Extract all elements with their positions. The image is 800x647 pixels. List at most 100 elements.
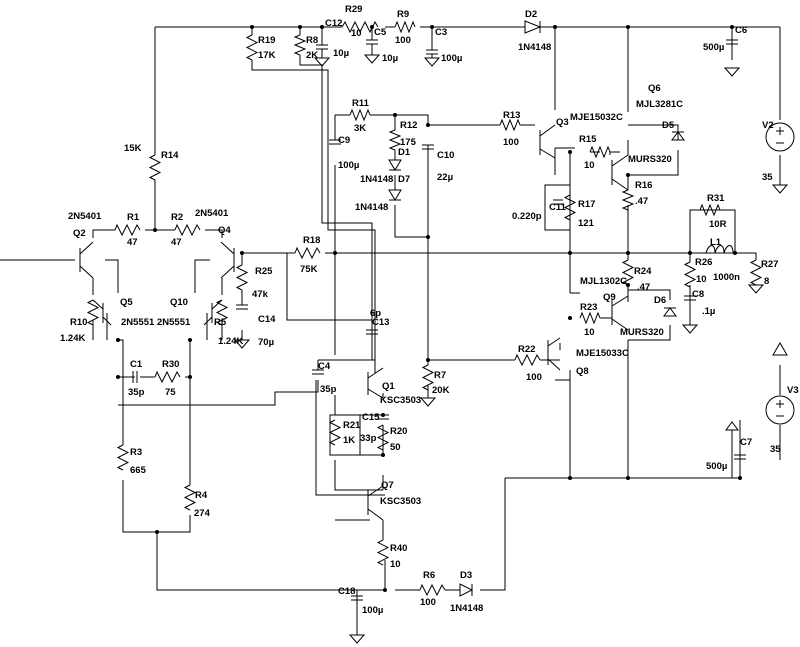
label-r4-val: 274: [194, 508, 211, 519]
label-v3-val: 35: [770, 444, 781, 455]
label-q8-val: MJE15033C: [576, 348, 629, 359]
label-r10-ref: R10: [70, 317, 87, 328]
label-q9-val: MJL1302C: [580, 276, 627, 287]
label-c1-ref: C1: [130, 359, 143, 370]
label-r23-ref: R23: [580, 302, 597, 313]
label-q6-val: MJL3281C: [636, 99, 683, 110]
label-c3-val: 100µ: [441, 53, 462, 64]
label-r3-val: 665: [130, 465, 147, 476]
label-c9-val: 100µ: [338, 160, 359, 171]
label-r25-val: 47k: [252, 289, 269, 300]
label-r23-val: 10: [584, 327, 595, 338]
label-r14-val: 15K: [124, 143, 142, 154]
label-r17-ref: R17: [578, 199, 595, 210]
label-v2-ref: V2: [762, 120, 774, 131]
label-q3-val: MJE15032C: [570, 112, 623, 123]
label-r7-ref: R7: [434, 370, 446, 381]
label-c12-val: 10µ: [333, 48, 349, 59]
label-r26-val: 10: [696, 274, 707, 285]
label-l1-ref: L1: [710, 237, 722, 248]
label-c5-val: 10µ: [382, 53, 398, 64]
label-r30-ref: R30: [162, 359, 179, 370]
capacitors: [132, 39, 746, 601]
label-r12-ref: R12: [400, 120, 417, 131]
label-r24-ref: R24: [634, 266, 652, 277]
resistors: [86, 20, 763, 597]
label-d5-ref: D5: [662, 120, 675, 131]
label-c18-ref: C18: [338, 586, 355, 597]
label-r13-val: 100: [503, 137, 519, 148]
label-r1-val: 47: [127, 237, 138, 248]
label-c9-ref: C9: [338, 135, 350, 146]
label-c15-val: 33p: [360, 433, 377, 444]
label-r2-ref: R2: [171, 212, 183, 223]
label-q6-ref: Q6: [648, 83, 661, 94]
label-r10-val: 1.24K: [60, 333, 85, 344]
label-r3-ref: R3: [130, 447, 142, 458]
label-r2-val: 47: [171, 237, 182, 248]
label-r40-ref: R40: [390, 543, 407, 554]
label-q2-ref: Q2: [73, 228, 86, 239]
label-r15-val: 10: [584, 160, 595, 171]
label-r4-ref: R4: [195, 490, 208, 501]
transistors: [79, 124, 629, 521]
label-r14-ref: R14: [161, 150, 179, 161]
label-c6-ref: C6: [735, 25, 747, 36]
label-r5-val: 1.24K: [218, 336, 243, 347]
label-r16-ref: R16: [635, 180, 652, 191]
label-q1-val: KSC3503: [380, 395, 421, 406]
label-r7-val: 20K: [432, 385, 450, 396]
label-v3-ref: V3: [787, 385, 799, 396]
label-d3-val: 1N4148: [450, 603, 483, 614]
label-r8-val: 2K: [306, 50, 318, 61]
label-r26-ref: R26: [695, 257, 712, 268]
label-r13-ref: R13: [503, 110, 520, 121]
label-c11-val: 0.220p: [512, 211, 542, 222]
label-d7-ref: D7: [398, 174, 410, 185]
label-c1-val: 35p: [128, 387, 145, 398]
label-c12-ref: C12: [325, 18, 342, 29]
label-r20-ref: R20: [390, 426, 407, 437]
label-r27-ref: R27: [761, 259, 778, 270]
label-r17-val: 121: [578, 218, 595, 229]
label-c11-ref: C11: [549, 202, 567, 213]
label-q9-ref: Q9: [603, 292, 616, 303]
label-d1-ref: D1: [398, 147, 411, 158]
label-d6-val: MURS320: [620, 327, 664, 338]
label-c5-ref: C5: [374, 27, 387, 38]
label-c8-ref: C8: [692, 289, 704, 300]
label-c8-val: .1µ: [702, 306, 715, 317]
label-r22-ref: R22: [518, 344, 535, 355]
label-c4-ref: C4: [318, 361, 331, 372]
label-r27-val: 8: [764, 276, 769, 287]
label-q7-ref: Q7: [381, 480, 394, 491]
label-q4-val: 2N5401: [195, 208, 229, 219]
label-r5-ref: R5: [214, 317, 227, 328]
label-r16-val: .47: [635, 196, 648, 207]
label-d5-val: MURS320: [628, 154, 672, 165]
label-c4-val: 35p: [320, 384, 337, 395]
label-c6-val: 500µ: [703, 42, 724, 53]
junction-dots: [116, 25, 742, 592]
label-c10-val: 22µ: [437, 172, 453, 183]
label-c13-val: 6p: [370, 308, 381, 319]
label-c7-ref: C7: [740, 437, 752, 448]
label-r18-val: 75K: [300, 264, 318, 275]
label-r6-ref: R6: [423, 570, 435, 581]
label-c3-ref: C3: [435, 27, 447, 38]
label-c13-ref: C13: [372, 317, 389, 328]
label-q3-ref: Q3: [556, 117, 569, 128]
label-r9-ref: R9: [397, 9, 409, 20]
labels: R29 10 R9 100 C12 10µ C5 10µ C3 100µ D2 …: [60, 4, 799, 616]
label-r19-ref: R19: [258, 35, 275, 46]
label-c15-ref: C15: [362, 412, 380, 423]
label-r19-val: 17K: [258, 50, 276, 61]
label-r31-val: 10R: [709, 219, 727, 230]
label-r6-val: 100: [420, 597, 436, 608]
label-r11-ref: R11: [352, 98, 370, 109]
label-r20-val: 50: [390, 442, 401, 453]
label-l1-val: 1000n: [713, 272, 740, 283]
label-q8-ref: Q8: [576, 366, 589, 377]
label-r8-ref: R8: [306, 35, 318, 46]
